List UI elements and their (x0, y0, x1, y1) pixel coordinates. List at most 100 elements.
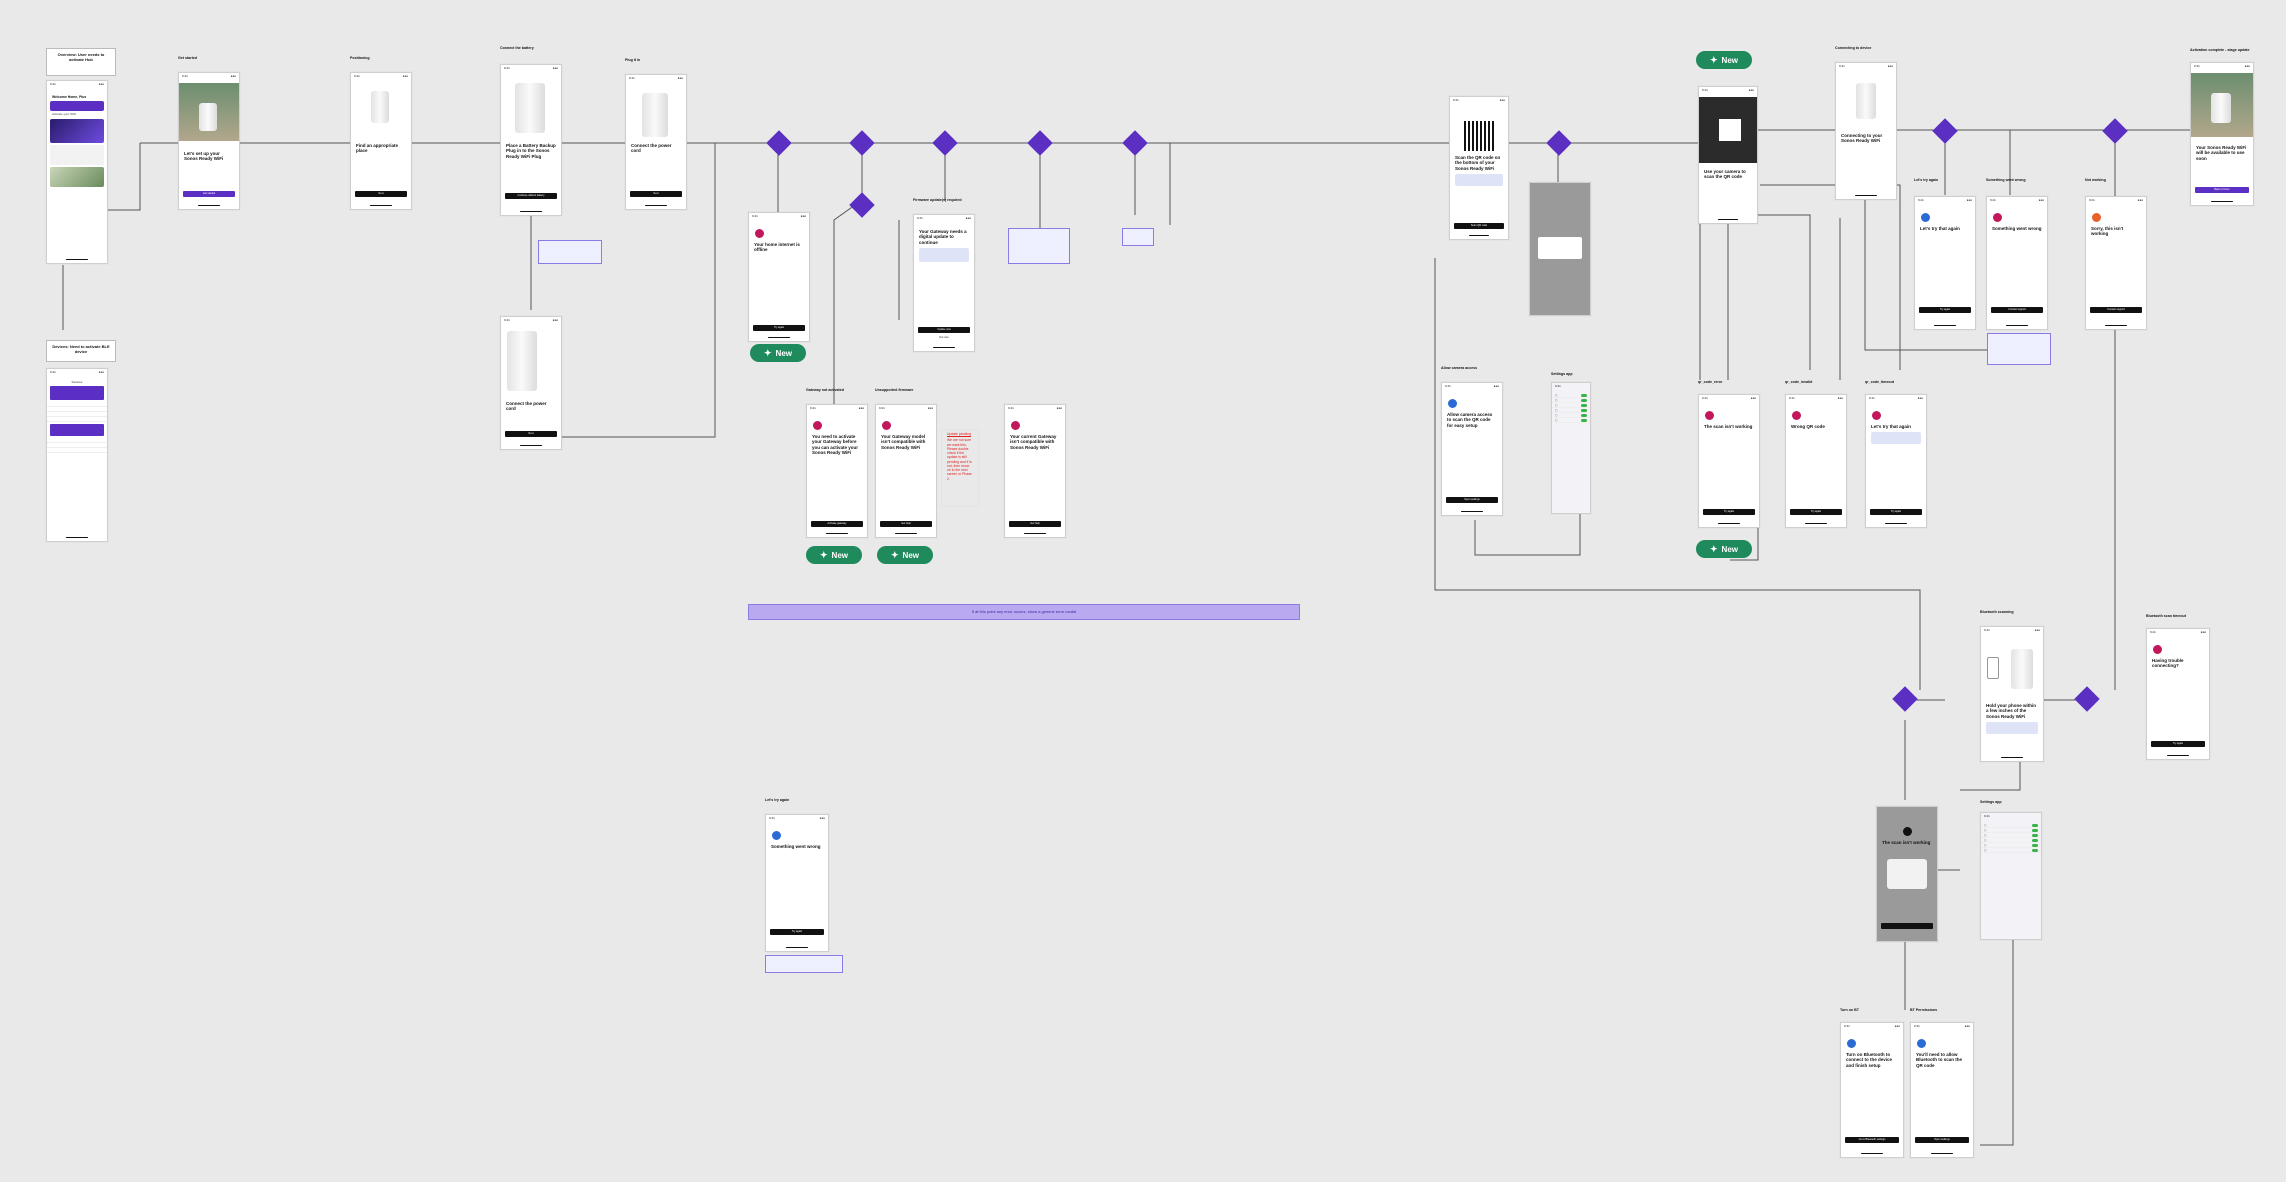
plug-in-next-button[interactable]: Next (630, 191, 682, 197)
internet-offline-retry-button[interactable]: Try again (753, 325, 805, 331)
label-bt-permissions: BT Permissions (1910, 1008, 1938, 1012)
internet-offline-frame: 9:41●●● Your home internet is offline Tr… (748, 212, 810, 342)
activate-gateway-button[interactable]: Activate gateway (811, 521, 863, 527)
label-lets-try-again: Let's try again (765, 798, 790, 802)
connecting-title: Connecting to your Sonos Ready WiFi (1841, 133, 1883, 144)
overview-note: Overview: User needs to activate Hub (46, 48, 116, 76)
qr-error-retry-button[interactable]: Try again (1703, 509, 1755, 515)
hub-activate[interactable]: Activate your WiFi (52, 112, 77, 117)
bluetooth-settings-button[interactable]: Go to Bluetooth settings (1845, 1137, 1899, 1143)
label-not-working: Not working (2085, 178, 2106, 182)
update-pending-label: Update pending (947, 432, 971, 436)
scan-qr-button[interactable]: Scan QR code (1454, 223, 1504, 229)
firmware-update-title: Your Gateway needs a digital update to c… (919, 229, 967, 245)
connect-power-frame: 9:41●●● Connect the power cord Next (500, 316, 562, 450)
annotation-box (1987, 333, 2051, 365)
label-settings-app: Settings app (1551, 372, 1573, 376)
continue-without-battery-button[interactable]: Continue without battery (505, 193, 557, 199)
bluetooth-timeout-frame: 9:41●●● Having trouble connecting? Try a… (2146, 628, 2210, 760)
plug-in-frame: 9:41●●● Connect the power cord Next (625, 74, 687, 210)
label-bluetooth-timeout: Bluetooth scan timeout (2146, 614, 2186, 618)
camera-access-frame: 9:41●●● Allow camera access to scan the … (1441, 382, 1503, 516)
bluetooth-timeout-retry-button[interactable]: Try again (2151, 741, 2205, 747)
label-turn-on-bt: Turn on BT (1840, 1008, 1859, 1012)
label-something-wrong: Something went wrong (1986, 178, 2026, 182)
back-to-home-button[interactable]: Back to home (2195, 187, 2249, 193)
qr-timeout-frame: 9:41●●● Let's try that again Try again (1865, 394, 1927, 528)
lets-try-again-frame: 9:41●●● Something went wrong Try again (765, 814, 829, 952)
lets-try-again-2-button[interactable]: Try again (1919, 307, 1971, 313)
hub-welcome: Welcome Home, Plus (52, 95, 87, 99)
qr-invalid-title: Wrong QR code (1791, 424, 1825, 429)
update-now-button[interactable]: Update now (918, 327, 970, 333)
new-badge: ✦New (806, 546, 862, 564)
bt-permission-frame: The scan isn't working (1876, 806, 1938, 942)
label-connect-battery: Connect the battery (500, 46, 534, 50)
label-get-started: Get started (178, 56, 197, 60)
turn-on-bt-frame: 9:41●●● Turn on Bluetooth to connect to … (1840, 1022, 1904, 1158)
qr-invalid-retry-button[interactable]: Try again (1790, 509, 1842, 515)
bluetooth-scanning-title: Hold your phone within a few inches of t… (1986, 703, 2036, 719)
connecting-frame: 9:41●●● Connecting to your Sonos Ready W… (1835, 62, 1897, 200)
positioning-next-button[interactable]: Next (355, 191, 407, 197)
connect-power-next-button[interactable]: Next (505, 431, 557, 437)
qr-invalid-frame: 9:41●●● Wrong QR code Try again (1785, 394, 1847, 528)
hub-home-frame: 9:41●●● Welcome Home, Plus Activate your… (46, 80, 108, 264)
label-qr-invalid: qr_code_invalid (1785, 380, 1813, 384)
bluetooth-timeout-title: Having trouble connecting? (2152, 658, 2184, 669)
settings-app-2-frame: 9:41 ▢ ▢ ▢ ▢ ▢ ▢ (1980, 812, 2042, 940)
activation-complete-title: Your Sonos Ready WiFi will be available … (2196, 145, 2247, 161)
lets-try-again-2-frame: 9:41●●● Let's try that again Try again (1914, 196, 1976, 330)
label-camera-access: Allow camera access (1441, 366, 1478, 370)
bt-permissions-title: You'll need to allow Bluetooth to scan t… (1916, 1052, 1962, 1068)
positioning-frame: 9:41●●● Find an appropriate place Next (350, 72, 412, 210)
label-qr-error: qr_code_error (1698, 380, 1723, 384)
bt-permissions-frame: 9:41●●● You'll need to allow Bluetooth t… (1910, 1022, 1974, 1158)
gateway-not-activated-frame: 9:41●●● You need to activate your Gatewa… (806, 404, 868, 538)
bt-open-settings-button[interactable]: Open settings (1915, 1137, 1969, 1143)
incompatible-title: Your current Gateway isn't compatible wi… (1010, 434, 1057, 450)
lets-try-again-button[interactable]: Try again (770, 929, 824, 935)
incompatible-frame: 9:41●●● Your current Gateway isn't compa… (1004, 404, 1066, 538)
activation-complete-frame: 9:41●●● Your Sonos Ready WiFi will be av… (2190, 62, 2254, 206)
scan-qr-title: Scan the QR code on the bottom of your S… (1455, 155, 1501, 171)
devices-frame: 9:41●●● Devices (46, 368, 108, 542)
label-connecting: Connecting to device (1835, 46, 1872, 50)
qr-timeout-retry-button[interactable]: Try again (1870, 509, 1922, 515)
label-gateway-not-activated: Gateway not activated (806, 388, 844, 392)
settings-app-frame: 9:41 ▢ ▢ ▢ ▢ ▢ ▢ (1551, 382, 1591, 514)
not-working-contact-button[interactable]: Contact support (2090, 307, 2142, 313)
devices-title: Devices (71, 380, 83, 384)
annotation-box (538, 240, 602, 264)
something-wrong-frame: 9:41●●● Something went wrong Contact sup… (1986, 196, 2048, 330)
qr-error-frame: 9:41●●● The scan isn't working Try again (1698, 394, 1760, 528)
annotation-box (765, 955, 843, 973)
positioning-title: Find an appropriate place (356, 143, 399, 154)
new-badge: ✦New (1696, 51, 1752, 69)
devices-note: Devices: Need to activate BLE device (46, 340, 116, 362)
turn-on-bt-title: Turn on Bluetooth to connect to the devi… (1846, 1052, 1893, 1068)
internet-offline-title: Your home internet is offline (754, 242, 800, 253)
open-settings-button[interactable]: Open settings (1446, 497, 1498, 503)
get-started-title: Let's set up your Sonos Ready WiFi (184, 151, 224, 162)
error-banner: If at this point any error occurs, show … (748, 604, 1300, 620)
lets-try-again-2-title: Let's try that again (1920, 226, 1960, 231)
camera-access-title: Allow camera access to scan the QR code … (1447, 412, 1493, 428)
something-wrong-contact-button[interactable]: Contact support (1991, 307, 2043, 313)
incompatible-get-help-button[interactable]: Get help (1009, 521, 1061, 527)
lets-try-again-title: Something went wrong (771, 844, 821, 849)
unsupported-firmware-frame: 9:41●●● Your Gateway model isn't compati… (875, 404, 937, 538)
gateway-not-activated-title: You need to activate your Gateway before… (812, 434, 859, 456)
something-wrong-title: Something went wrong (1992, 226, 2042, 231)
label-positioning: Positioning (350, 56, 370, 60)
connect-power-title: Connect the power cord (506, 401, 547, 412)
new-badge: ✦New (1696, 540, 1752, 558)
get-help-button[interactable]: Get help (880, 521, 932, 527)
label-settings-app-2: Settings app (1980, 800, 2002, 804)
annotation-box (1008, 228, 1070, 264)
get-started-button[interactable]: Get started (183, 191, 235, 197)
qr-timeout-title: Let's try that again (1871, 424, 1911, 429)
not-now-button[interactable]: Not now (939, 336, 949, 339)
label-firmware-update: Firmware update(s) required (913, 198, 962, 202)
